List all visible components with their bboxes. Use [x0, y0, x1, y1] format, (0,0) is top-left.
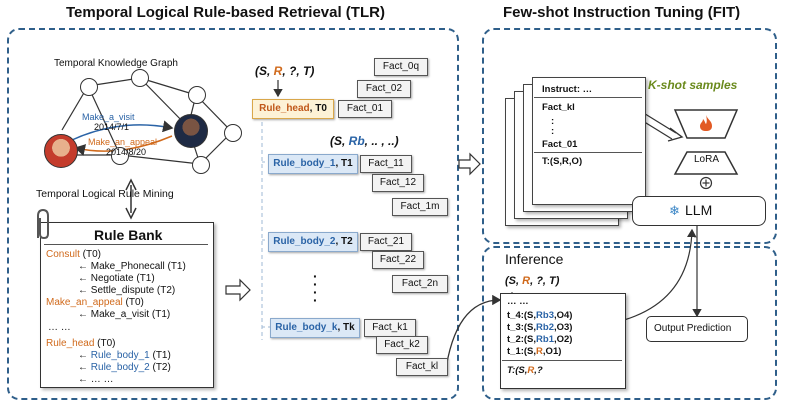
rule-line: ← Rule_body_1 (T1)	[78, 350, 171, 361]
person-photo-left	[44, 134, 78, 168]
tlr-title: Temporal Logical Rule-based Retrieval (T…	[66, 4, 385, 21]
rule-head-box: Rule_head, T0	[252, 99, 334, 119]
sample-doc-front	[532, 77, 646, 205]
graph-node	[224, 124, 242, 142]
edge-appeal-label: Make_an_appeal	[88, 137, 158, 147]
fact-kl: Fact_kl	[542, 102, 575, 113]
edge-visit-label: Make_a_visit	[82, 112, 135, 122]
inference-dots: … …	[507, 296, 529, 307]
output-prediction-label: Output Prediction	[654, 323, 732, 334]
rule-dots: … …	[48, 322, 71, 333]
fact-box: Fact_2n	[392, 275, 448, 293]
paperclip-icon	[37, 208, 49, 240]
inference-panel	[482, 246, 777, 400]
inference-query: (S, R, ?, T)	[505, 275, 560, 287]
body-query-tuple: (S, Rb, .. , ..)	[330, 134, 399, 148]
history-line: t_3:(S,Rb2,O3)	[507, 322, 573, 333]
mining-label: Temporal Logical Rule Mining	[36, 188, 174, 200]
query-line: T:(S,R,?	[507, 365, 543, 376]
rule-line: ← Negotiate (T1)	[78, 273, 155, 284]
target-line: T:(S,R,O)	[542, 156, 583, 167]
rule-body-1: Rule_body_1, T1	[268, 154, 358, 174]
history-line: t_4:(S,Rb3,O4)	[507, 310, 573, 321]
rule-body-k: Rule_body_k, Tk	[270, 318, 360, 338]
rule-line: ← Make_a_visit (T1)	[78, 309, 171, 320]
rule-bank-title: Rule Bank	[94, 227, 163, 243]
instruct-label: Instruct: …	[542, 84, 593, 95]
rule-consult: Consult (T0)	[46, 249, 102, 260]
fact-box: Fact_11	[360, 155, 412, 173]
fact-box: Fact_22	[372, 251, 424, 269]
flame-icon	[700, 115, 712, 131]
tkg-label: Temporal Knowledge Graph	[54, 58, 178, 69]
lora-label: LoRA	[694, 154, 720, 165]
fact-box: Fact_kl	[396, 358, 448, 376]
rule-head-entry: Rule_head (T0)	[46, 338, 116, 349]
vdots: :	[551, 126, 555, 137]
rule-line: ← … …	[78, 374, 114, 385]
vdots: :	[551, 116, 555, 127]
graph-node	[111, 147, 129, 165]
divider	[534, 152, 642, 153]
graph-node	[188, 86, 206, 104]
graph-node	[131, 69, 149, 87]
fact-box: Fact_0q	[374, 58, 428, 76]
llm-label: LLM	[685, 202, 713, 218]
fact-01: Fact_01	[542, 139, 578, 150]
divider	[534, 97, 642, 98]
kshot-label: K-shot samples	[648, 78, 738, 92]
history-line: t_2:(S,Rb1,O2)	[507, 334, 573, 345]
person-photo-right	[174, 114, 208, 148]
vertical-dots: ····	[313, 268, 318, 308]
inference-title: Inference	[505, 251, 564, 267]
fit-title: Few-shot Instruction Tuning (FIT)	[503, 4, 741, 21]
fact-box: Fact_21	[360, 233, 412, 251]
rule-bank	[40, 222, 214, 388]
rule-appeal: Make_an_appeal (T0)	[46, 297, 144, 308]
fact-box: Fact_01	[338, 100, 392, 118]
rule-body-2: Rule_body_2, T2	[268, 232, 358, 252]
divider	[502, 360, 622, 361]
fit-panel	[482, 28, 777, 244]
rule-line: ← Settle_dispute (T2)	[78, 285, 176, 296]
query-tuple: (S, R, ?, T)	[255, 64, 315, 78]
rule-line: ← Rule_body_2 (T2)	[78, 362, 171, 373]
snowflake-icon: ❄	[669, 203, 680, 218]
edge-appeal-date: 2014/8/20	[106, 147, 147, 157]
fact-box: Fact_k1	[364, 319, 416, 337]
inference-prompt-box	[500, 293, 626, 389]
fact-box: Fact_12	[372, 174, 424, 192]
divider	[44, 244, 208, 245]
graph-node	[80, 78, 98, 96]
graph-node	[192, 156, 210, 174]
history-line: t_1:(S,R,O1)	[507, 346, 562, 357]
fact-box: Fact_02	[357, 80, 411, 98]
output-prediction-box	[646, 316, 748, 342]
fact-box: Fact_1m	[392, 198, 448, 216]
rule-line: ← Make_Phonecall (T1)	[78, 261, 186, 272]
edge-visit-date: 2014/7/1	[94, 122, 130, 132]
fact-box: Fact_k2	[376, 336, 428, 354]
llm-box	[632, 196, 766, 226]
plus-circle-icon	[699, 176, 713, 190]
tlr-panel	[7, 28, 459, 400]
